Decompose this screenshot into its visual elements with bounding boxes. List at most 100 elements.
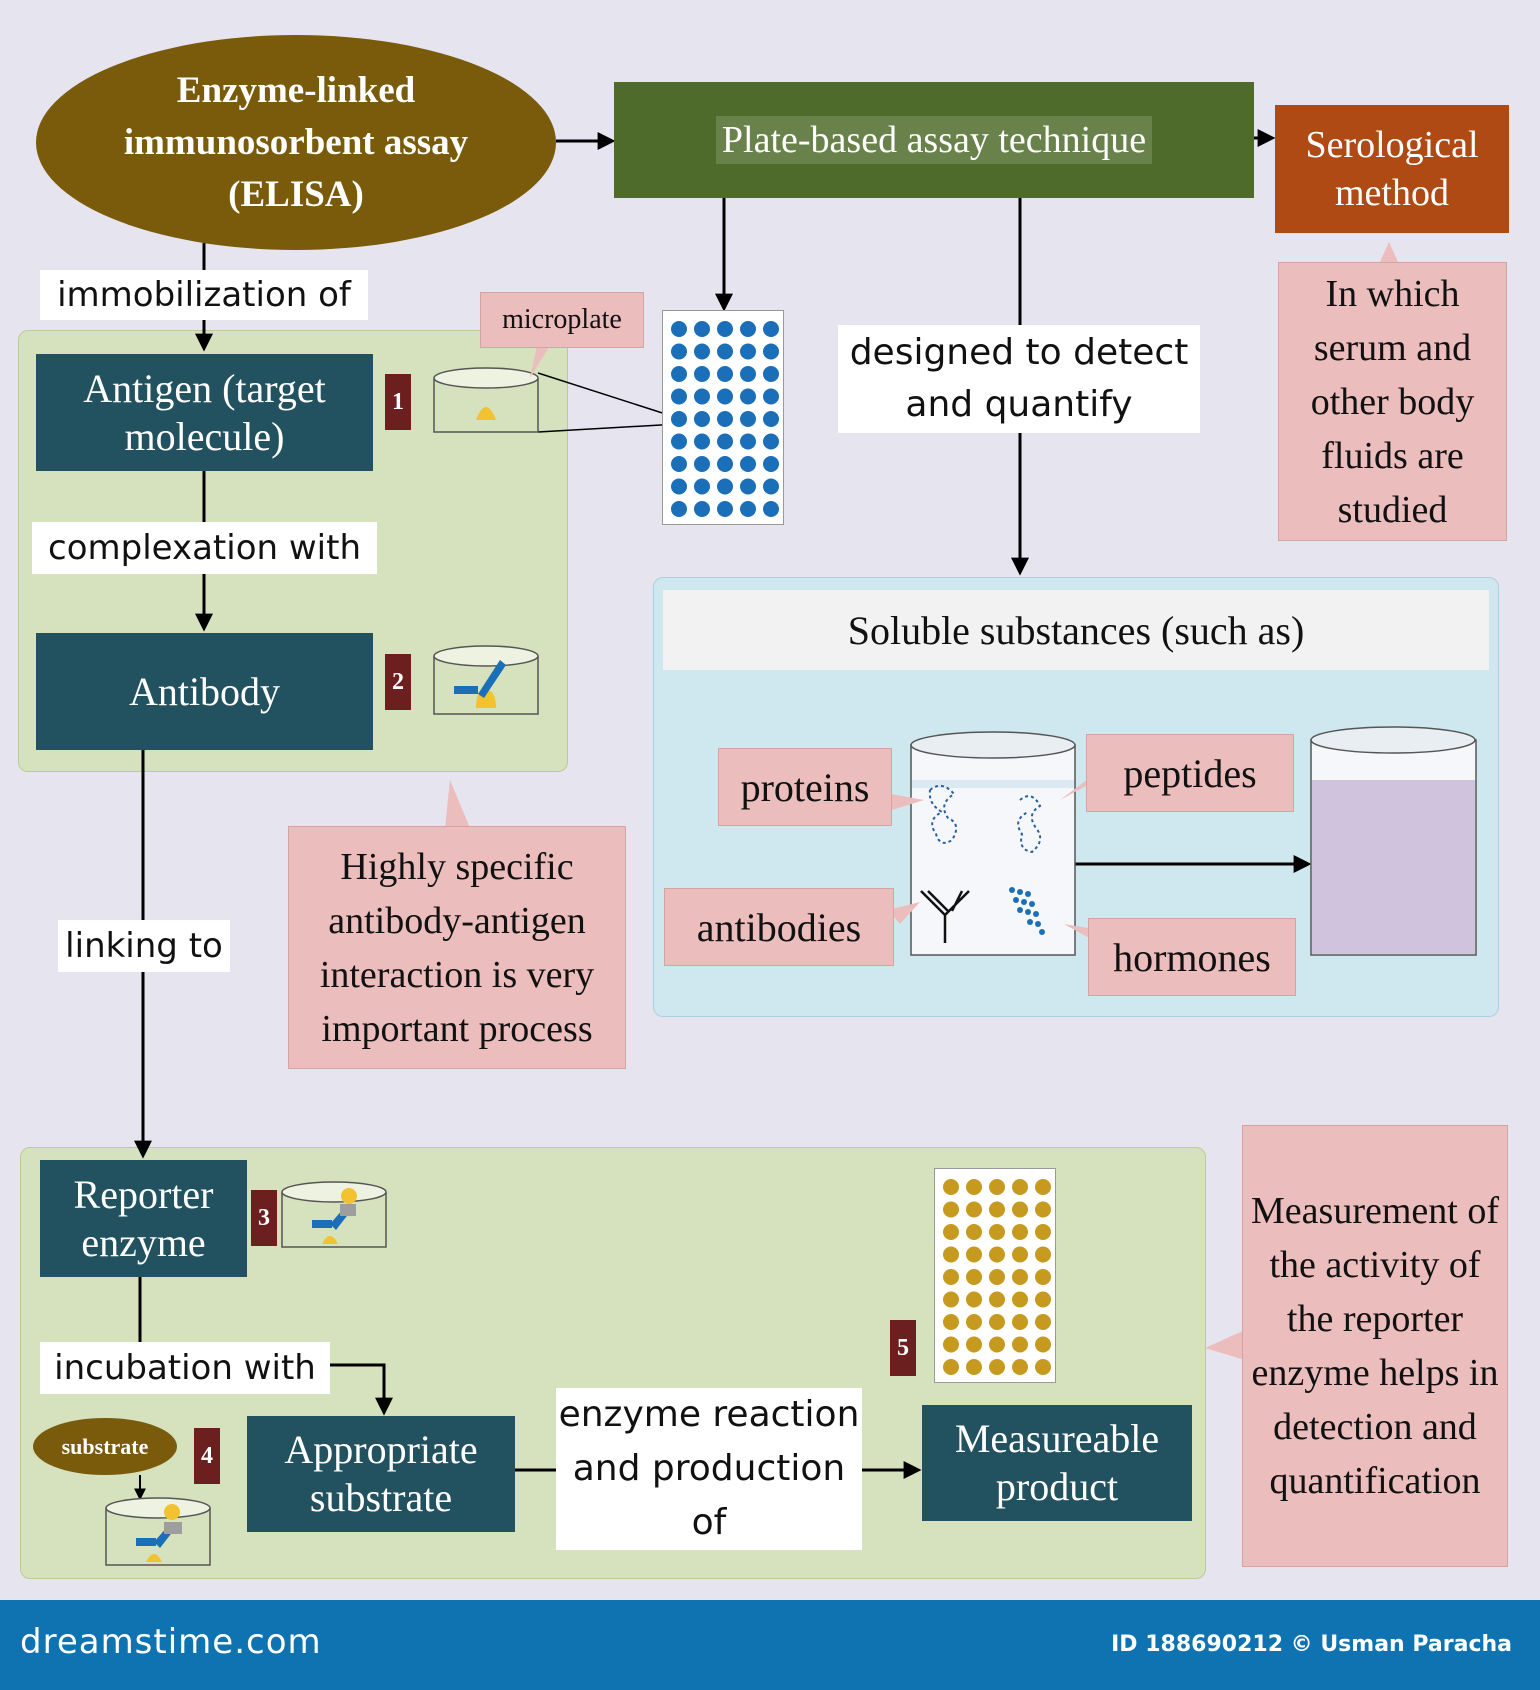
microplate-well-dot xyxy=(694,456,710,472)
well-substrate-icon xyxy=(105,1497,211,1566)
microplate-well-dot xyxy=(989,1336,1005,1353)
microplate-well-dot xyxy=(671,456,687,472)
microplate-well-dot xyxy=(717,388,733,405)
microplate-well-dot xyxy=(717,478,733,495)
hormones-callout: hormones xyxy=(1088,918,1296,996)
microplate-well-dot xyxy=(740,411,756,427)
elisa-title: Enzyme-linked immunosorbent assay (ELISA… xyxy=(123,69,469,215)
microplate-well-dot xyxy=(740,343,756,360)
microplate-well-dot xyxy=(740,388,756,405)
microplate-well-dot xyxy=(763,433,779,450)
microplate-well-dot xyxy=(671,411,687,427)
microplate-well-dot xyxy=(694,411,710,427)
linking-label: linking to xyxy=(58,920,230,972)
complexation-label: complexation with xyxy=(32,522,377,574)
microplate-well-dot xyxy=(694,321,710,337)
step-1-tag: 1 xyxy=(385,374,411,430)
microplate-well-dot xyxy=(763,388,779,405)
microplate-well-dot xyxy=(943,1336,959,1353)
microplate-well-dot xyxy=(966,1269,982,1285)
microplate-well-dot xyxy=(966,1246,982,1263)
microplate-well-dot xyxy=(1012,1179,1028,1195)
microplate-well-dot xyxy=(943,1314,959,1330)
microplate-well-dot xyxy=(671,388,687,405)
microplate-well-dot xyxy=(763,478,779,495)
microplate-well-dot xyxy=(740,501,756,517)
microplate-well-dot xyxy=(717,433,733,450)
microplate-well-dot xyxy=(740,433,756,450)
microplate-well-dot xyxy=(1035,1269,1051,1285)
microplate-well-dot xyxy=(763,456,779,472)
microplate-well-dot xyxy=(989,1359,1005,1375)
microplate-well-dot xyxy=(966,1179,982,1195)
microplate-callout: microplate xyxy=(480,292,644,348)
microplate-well-dot xyxy=(740,366,756,382)
elisa-title-ellipse: Enzyme-linked immunosorbent assay (ELISA… xyxy=(36,35,556,250)
microplate-well-dot xyxy=(966,1201,982,1218)
antibodies-callout: antibodies xyxy=(664,888,894,966)
proteins-callout: proteins xyxy=(718,748,892,826)
microplate-well-dot xyxy=(1035,1201,1051,1218)
microplate-well-dot xyxy=(943,1201,959,1218)
footer-bar: dreamstime.com ID 188690212 © Usman Para… xyxy=(0,1600,1540,1690)
plate-based-box: Plate-based assay technique xyxy=(614,82,1254,198)
appropriate-substrate-box: Appropriate substrate xyxy=(247,1416,515,1532)
microplate-well-dot xyxy=(1012,1224,1028,1240)
microplate-well-dot xyxy=(989,1179,1005,1195)
microplate-well-dot xyxy=(989,1269,1005,1285)
microplate-well-dot xyxy=(989,1201,1005,1218)
antibody-box: Antibody xyxy=(36,633,373,750)
microplate-well-dot xyxy=(694,343,710,360)
microplate-well-dot xyxy=(1035,1224,1051,1240)
microplate-well-dot xyxy=(966,1224,982,1240)
microplate-well-dot xyxy=(966,1291,982,1308)
microplate-well-dot xyxy=(943,1269,959,1285)
designed-label: designed to detect and quantify xyxy=(838,325,1200,433)
enzyme-reaction-label: enzyme reaction and production of xyxy=(556,1388,862,1550)
footer-brand: dreamstime.com xyxy=(20,1622,322,1662)
well-antibody-icon xyxy=(433,645,539,715)
well-antigen-icon xyxy=(433,367,539,433)
microplate-well-dot xyxy=(694,501,710,517)
measurement-note: Measurement of the activity of the repor… xyxy=(1242,1125,1508,1567)
footer-id-credit: ID 188690212 © Usman Paracha xyxy=(1111,1632,1512,1657)
microplate-well-dot xyxy=(717,366,733,382)
microplate-well-dot xyxy=(694,478,710,495)
microplate-well-dot xyxy=(717,343,733,360)
microplate-well-dot xyxy=(671,366,687,382)
microplate-well-dot xyxy=(763,411,779,427)
microplate-well-dot xyxy=(966,1336,982,1353)
microplate-well-dot xyxy=(717,411,733,427)
microplate-well-dot xyxy=(989,1246,1005,1263)
soluble-header-band xyxy=(663,590,1489,670)
step-4-tag: 4 xyxy=(194,1428,220,1484)
peptides-callout: peptides xyxy=(1086,734,1294,812)
microplate-well-dot xyxy=(1035,1291,1051,1308)
microplate-well-dot xyxy=(943,1179,959,1195)
microplate-well-dot xyxy=(671,501,687,517)
microplate-well-dot xyxy=(989,1224,1005,1240)
specific-note: Highly specific antibody-antigen interac… xyxy=(288,826,626,1069)
microplate-well-dot xyxy=(1035,1246,1051,1263)
substrate-ellipse: substrate xyxy=(33,1418,177,1475)
microplate-well-dot xyxy=(943,1224,959,1240)
microplate-well-dot xyxy=(763,321,779,337)
microplate-well-dot xyxy=(671,478,687,495)
microplate-blue-icon xyxy=(662,310,784,525)
measureable-product-box: Measureable product xyxy=(922,1405,1192,1521)
microplate-well-dot xyxy=(1012,1246,1028,1263)
microplate-well-dot xyxy=(717,321,733,337)
beaker-substances-icon xyxy=(910,731,1076,956)
microplate-well-dot xyxy=(717,456,733,472)
step-5-tag: 5 xyxy=(890,1320,916,1376)
microplate-well-dot xyxy=(966,1314,982,1330)
microplate-well-dot xyxy=(694,366,710,382)
plate-based-label: Plate-based assay technique xyxy=(715,116,1153,164)
microplate-well-dot xyxy=(740,321,756,337)
microplate-well-dot xyxy=(740,456,756,472)
microplate-well-dot xyxy=(1012,1201,1028,1218)
microplate-well-dot xyxy=(740,478,756,495)
microplate-well-dot xyxy=(943,1246,959,1263)
